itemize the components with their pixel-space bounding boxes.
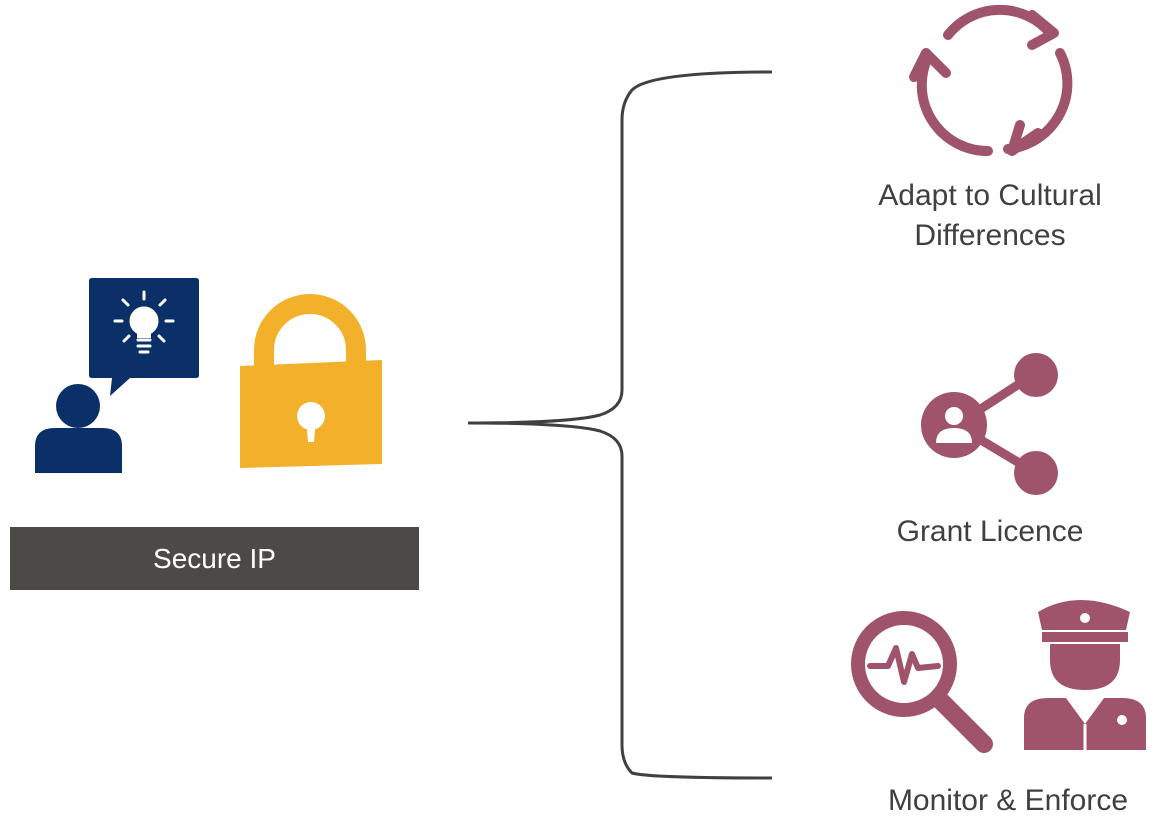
branch-label-line: Monitor & Enforce [887, 784, 1129, 817]
police-officer-icon [1024, 600, 1146, 750]
branch-label-line: Grant Licence [896, 515, 1084, 548]
branch-label: Monitor & Enforce [858, 781, 1158, 821]
person-idea-icon [35, 278, 199, 473]
curly-bracket [467, 70, 773, 780]
branch-label: Grant Licence [840, 512, 1140, 552]
main-label: Secure IP [153, 542, 276, 574]
magnifier-icon [851, 611, 993, 753]
main-label-box: Secure IP [10, 527, 419, 590]
share-network-icon [921, 353, 1058, 495]
branch-label-line: Differences [914, 219, 1066, 252]
padlock-icon [240, 294, 382, 468]
branch-label-line: Adapt to Cultural [878, 179, 1102, 212]
cycle-arrows-icon [909, 4, 1073, 157]
branch-label: Adapt to Cultural Differences [840, 176, 1140, 256]
